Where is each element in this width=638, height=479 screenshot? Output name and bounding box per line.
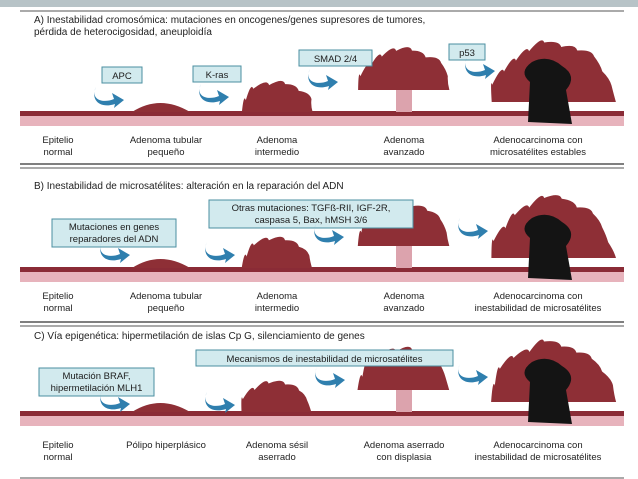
intermediate-lesion (241, 236, 313, 268)
stage-label: Epitelio (42, 291, 73, 302)
invasive-carcinoma (524, 58, 572, 124)
epithelium-band (20, 411, 624, 426)
stage-label: Adenocarcinoma con (493, 440, 582, 451)
mutation-box-frame (298, 49, 373, 67)
mutation-box-text: hipermetilación MLH1 (51, 383, 143, 394)
progression-arrow-icon (199, 84, 229, 105)
mutation-box: SMAD 2/4 (298, 49, 373, 67)
mutation-box-frame (448, 43, 486, 61)
stage-label: Adenoma tubular (130, 291, 202, 302)
section-title: pérdida de heterocigosidad, aneuploidía (34, 27, 212, 38)
mutation-box-text: caspasa 5, Bax, hMSH 3/6 (255, 215, 367, 226)
stage-label: Adenoma (384, 291, 425, 302)
stage-label: pequeño (148, 147, 185, 158)
stage-label: Adenoma (257, 291, 298, 302)
section-a: A) Inestabilidad cromosómica: mutaciones… (20, 15, 624, 158)
progression-arrow-icon (314, 224, 344, 245)
mutation-box: Mutación BRAF,hipermetilación MLH1 (38, 367, 155, 397)
mutation-box-text: p53 (459, 48, 475, 59)
stage-label: microsatélites estables (490, 147, 586, 158)
mutation-box: p53 (448, 43, 486, 61)
stage-label: con displasia (377, 452, 433, 463)
stage-label: Epitelio (42, 440, 73, 451)
stage-label: Pólipo hiperplásico (126, 440, 206, 451)
advanced-lesion (358, 47, 450, 90)
progression-arrow-icon (205, 242, 235, 263)
stage-label: Adenoma (384, 135, 425, 146)
stage-label: aserrado (258, 452, 296, 463)
mutation-box: K-ras (192, 65, 242, 83)
mutation-box-text: Mecanismos de inestabilidad de microsaté… (227, 354, 423, 365)
lesion-stalk (396, 86, 412, 112)
stage-label: avanzado (383, 147, 424, 158)
mutation-box-text: reparadores del ADN (70, 234, 159, 245)
section-title: B) Inestabilidad de microsatélites: alte… (34, 181, 344, 192)
progression-arrow-icon (100, 242, 130, 263)
mutation-box-frame (192, 65, 242, 83)
mutation-box-text: SMAD 2/4 (314, 54, 357, 65)
invasive-carcinoma (524, 358, 572, 424)
section-c: C) Vía epigenética: hipermetilación de i… (20, 331, 624, 463)
stage-label: Epitelio (42, 135, 73, 146)
intermediate-lesion (241, 380, 313, 412)
section-title: C) Vía epigenética: hipermetilación de i… (34, 331, 365, 342)
epithelium-base (20, 114, 624, 126)
stage-label: intermedio (255, 303, 299, 314)
epithelium-base (20, 414, 624, 426)
mutation-box-text: Otras mutaciones: TGFß-RII, IGF-2R, (232, 203, 391, 214)
stage-label: normal (43, 147, 72, 158)
stage-label: pequeño (148, 303, 185, 314)
mutation-box-text: Mutaciones en genes (69, 222, 160, 233)
mutation-box-frame (51, 218, 177, 248)
section-title: A) Inestabilidad cromosómica: mutaciones… (34, 15, 425, 26)
stage-label: normal (43, 452, 72, 463)
lesion-stalk (396, 386, 412, 412)
mutation-box-frame (38, 367, 155, 397)
intermediate-lesion (241, 80, 313, 112)
section-b: B) Inestabilidad de microsatélites: alte… (20, 181, 624, 314)
lesion-stalk (396, 242, 412, 268)
mutation-box-text: APC (112, 71, 132, 82)
stage-label: inestabilidad de microsatélites (475, 303, 602, 314)
progression-arrow-icon (94, 87, 124, 108)
mutation-box-text: K-ras (206, 70, 229, 81)
mutation-box-text: Mutación BRAF, (62, 371, 130, 382)
epithelium-band (20, 111, 624, 126)
progression-arrow-icon (100, 391, 130, 412)
top-frame-bar (0, 0, 638, 7)
stage-label: Adenoma tubular (130, 135, 202, 146)
stage-label: avanzado (383, 303, 424, 314)
mutation-box: Mecanismos de inestabilidad de microsaté… (195, 349, 454, 367)
mutation-box: APC (101, 66, 143, 84)
stage-label: intermedio (255, 147, 299, 158)
invasive-carcinoma (524, 214, 572, 280)
stage-label: Adenoma sésil (246, 440, 308, 451)
stage-label: normal (43, 303, 72, 314)
epithelium-surface (20, 111, 624, 116)
progression-arrow-icon (205, 392, 235, 413)
mutation-box: Otras mutaciones: TGFß-RII, IGF-2R,caspa… (208, 199, 414, 229)
epithelium-surface (20, 411, 624, 416)
progression-arrow-icon (315, 367, 345, 388)
stage-label: inestabilidad de microsatélites (475, 452, 602, 463)
epithelium-surface (20, 267, 624, 272)
mutation-box-frame (195, 349, 454, 367)
progression-arrow-icon (308, 69, 338, 90)
stage-label: Adenocarcinoma con (493, 135, 582, 146)
mutation-box-frame (208, 199, 414, 229)
stage-label: Adenoma aserrado (364, 440, 445, 451)
stage-label: Adenoma (257, 135, 298, 146)
mutation-box-frame (101, 66, 143, 84)
small-lesion (132, 403, 190, 412)
epithelium-base (20, 270, 624, 282)
epithelium-band (20, 267, 624, 282)
stage-label: Adenocarcinoma con (493, 291, 582, 302)
progression-arrow-icon (458, 218, 488, 239)
progression-arrow-icon (458, 364, 488, 385)
small-lesion (132, 103, 190, 112)
small-lesion (132, 259, 190, 268)
progression-arrow-icon (465, 58, 495, 79)
